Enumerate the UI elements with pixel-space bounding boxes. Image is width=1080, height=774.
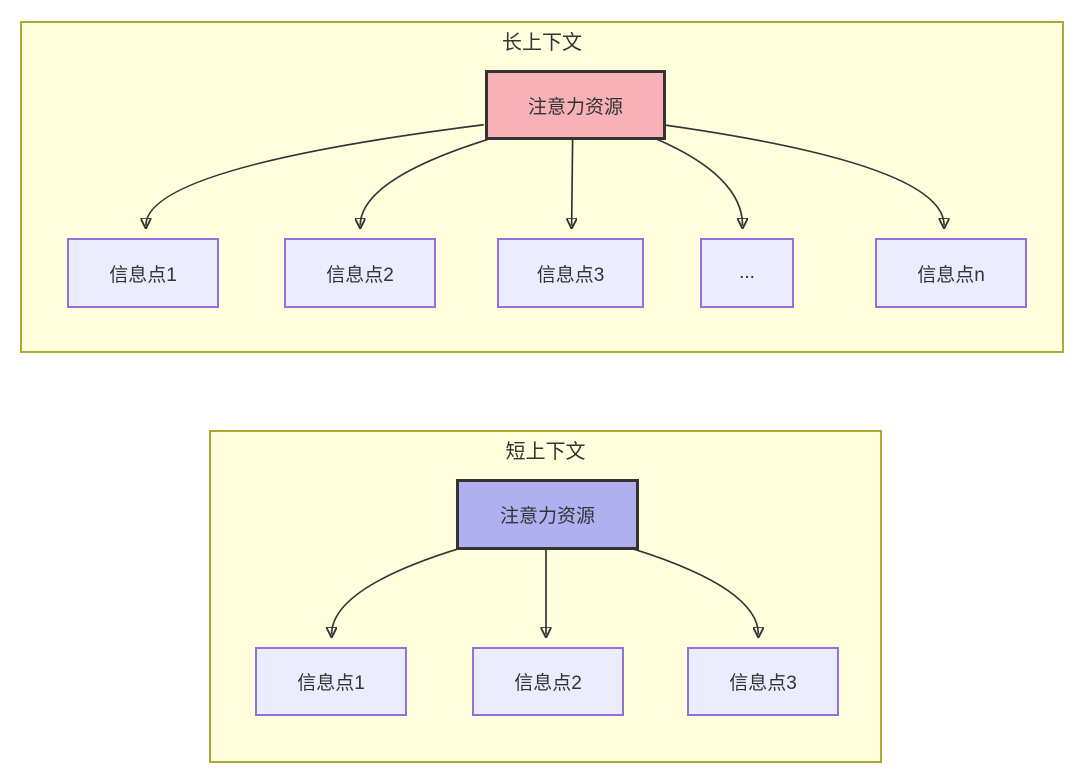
arrow-long-to-info2 <box>360 137 491 226</box>
info-node-long-2: 信息点2 <box>284 238 436 308</box>
arrow-long-to-info1 <box>146 123 484 226</box>
info-node-long-n: 信息点n <box>875 238 1027 308</box>
panel-long-context: 长上下文 注意力资源 信息点1 信息点2 信息点3 ... 信息点n <box>20 21 1064 353</box>
arrow-long-to-info3 <box>572 138 573 226</box>
arrow-short-to-info3 <box>631 547 758 635</box>
info-node-long-3: 信息点3 <box>497 238 644 308</box>
info-node-short-3: 信息点3 <box>687 647 839 716</box>
attention-node-long: 注意力资源 <box>485 70 666 140</box>
info-node-short-1: 信息点1 <box>255 647 407 716</box>
arrow-long-to-ellipsis <box>655 137 743 226</box>
info-node-long-ellipsis: ... <box>700 238 794 308</box>
info-node-long-1: 信息点1 <box>67 238 219 308</box>
arrow-long-to-infon <box>662 123 945 226</box>
panel-short-context: 短上下文 注意力资源 信息点1 信息点2 信息点3 <box>209 430 882 763</box>
panel-short-context-title: 短上下文 <box>505 441 586 463</box>
arrow-short-to-info1 <box>332 547 460 635</box>
info-node-short-2: 信息点2 <box>472 647 624 716</box>
attention-node-short: 注意力资源 <box>456 479 639 550</box>
panel-long-context-title: 长上下文 <box>502 32 582 54</box>
